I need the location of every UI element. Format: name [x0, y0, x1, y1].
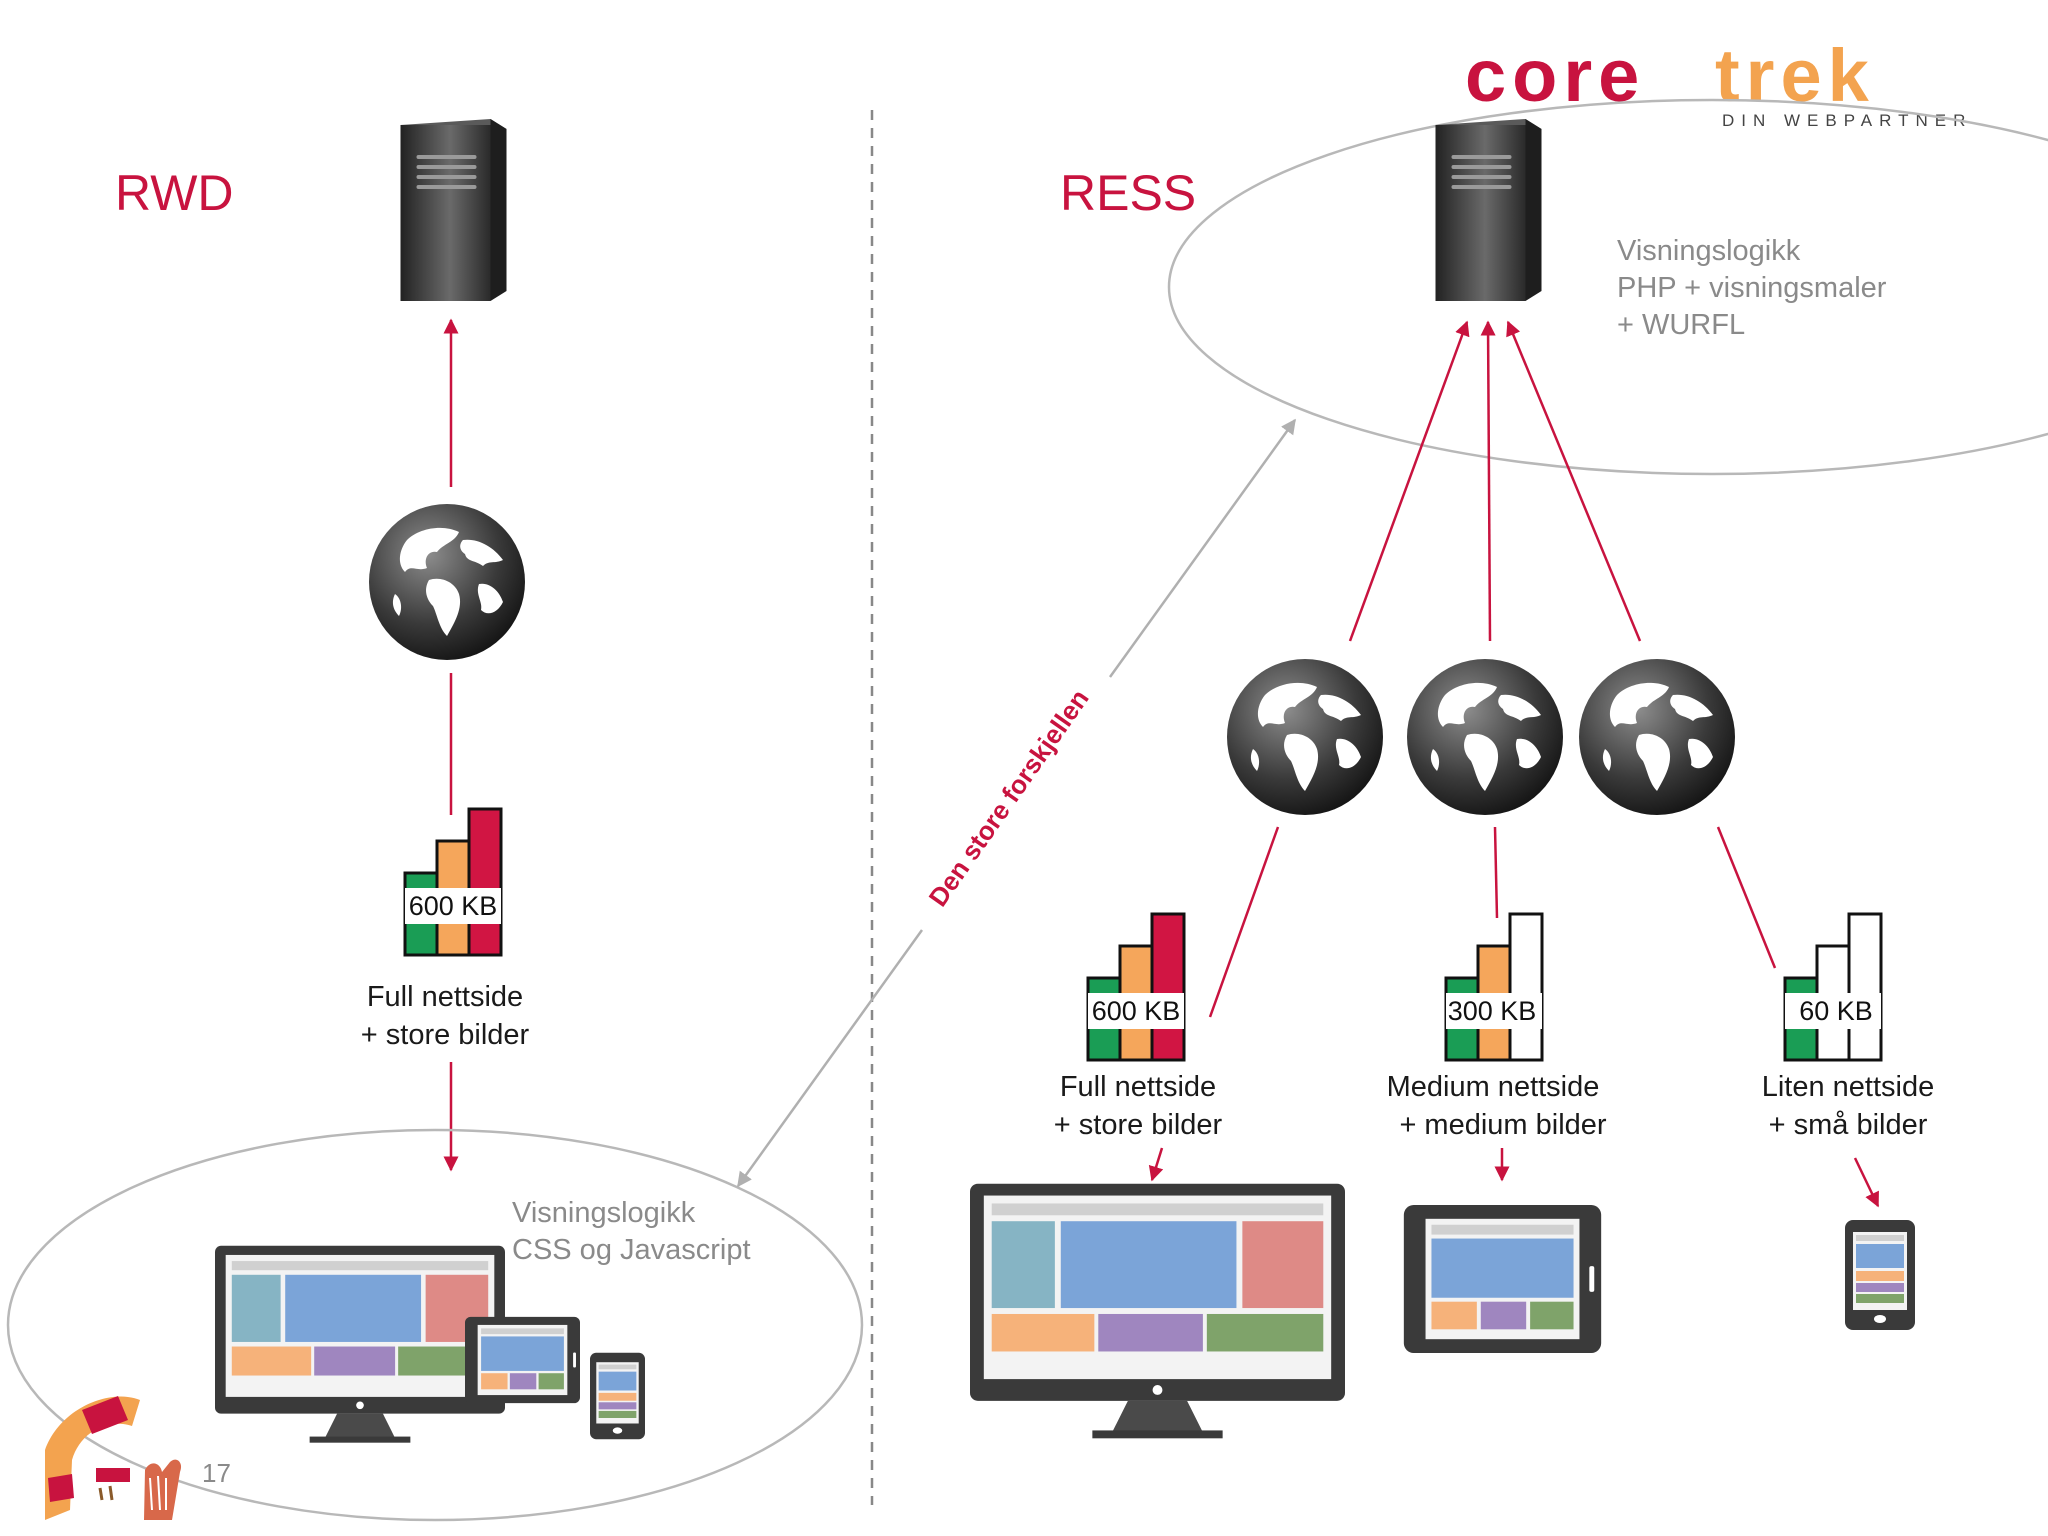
rwd-caption-line1: Full nettside — [367, 981, 523, 1013]
ress-variant-3-size-label: 60 KB — [1799, 996, 1873, 1026]
smartphone-icon — [590, 1352, 645, 1440]
desktop-monitor-icon — [215, 1245, 505, 1443]
arrow-icon — [1108, 418, 1297, 678]
globe-icon — [1227, 659, 1383, 815]
rwd-caption-line2: + store bilder — [361, 1019, 530, 1051]
page-number: 17 — [202, 1458, 231, 1488]
arrow-icon — [1853, 1157, 1880, 1208]
globe-icon — [1579, 659, 1735, 815]
rwd-title: RWD — [115, 165, 234, 221]
rwd-size-label: 600 KB — [409, 891, 498, 921]
logo-word-core: core — [1465, 34, 1645, 117]
rwd-logic-ellipse — [6, 1128, 864, 1522]
bandwidth-bars-icon — [403, 807, 503, 957]
connector-line — [1493, 826, 1499, 919]
conference-mascot-logo — [45, 1396, 182, 1520]
ress-logic-ellipse — [1167, 98, 2048, 476]
rwd-logic-line1: Visningslogikk — [512, 1197, 696, 1229]
arrow-icon — [1480, 320, 1496, 642]
ress-title: RESS — [1060, 165, 1196, 221]
ress-variant-3-caption-line2: + små bilder — [1769, 1109, 1928, 1141]
server-icon — [1435, 119, 1542, 301]
difference-label: Den store forskjellen — [923, 684, 1095, 912]
connector-line — [1716, 826, 1777, 969]
ress-variant-2-size-label: 300 KB — [1448, 996, 1537, 1026]
rwd-section: RWD 600 KB Full nettside + store bilder … — [6, 119, 864, 1522]
logo-word-trek: trek — [1715, 34, 1875, 117]
ress-variant-2-caption-line2: + medium bilder — [1399, 1109, 1606, 1141]
tablet-icon — [1403, 1205, 1602, 1353]
server-icon — [400, 119, 507, 301]
bandwidth-bars-icon — [1783, 912, 1883, 1062]
ress-logic-line1: Visningslogikk — [1617, 235, 1801, 267]
globe-icon — [1407, 659, 1563, 815]
desktop-monitor-icon — [970, 1183, 1345, 1439]
smartphone-icon — [1845, 1220, 1915, 1330]
ress-section: RESS Visningslogikk PHP + visningsmaler … — [970, 98, 2048, 1439]
ress-variant-1-caption-line2: + store bilder — [1054, 1109, 1223, 1141]
coretrek-logo: core trek DIN WEBPARTNER — [1465, 34, 1972, 130]
arrow-icon — [1148, 1147, 1164, 1182]
connector-line — [1208, 826, 1280, 1018]
arrow-icon — [1348, 320, 1470, 642]
globe-icon — [369, 504, 525, 660]
ress-variant-1-size-label: 600 KB — [1092, 996, 1181, 1026]
ress-variant-1-caption-line1: Full nettside — [1060, 1071, 1216, 1103]
arrow-icon — [1506, 320, 1642, 642]
ress-logic-line2: PHP + visningsmaler — [1617, 272, 1887, 304]
rwd-logic-line2: CSS og Javascript — [512, 1234, 751, 1266]
logo-tagline: DIN WEBPARTNER — [1722, 111, 1972, 130]
ress-variant-2-caption-line1: Medium nettside — [1387, 1071, 1600, 1103]
ress-variant-3-caption-line1: Liten nettside — [1762, 1071, 1935, 1103]
tablet-icon — [465, 1316, 580, 1404]
ress-logic-line3: + WURFL — [1617, 309, 1745, 341]
arrow-icon — [736, 929, 924, 1188]
bandwidth-bars-icon — [1086, 912, 1186, 1062]
bandwidth-bars-icon — [1444, 912, 1544, 1062]
